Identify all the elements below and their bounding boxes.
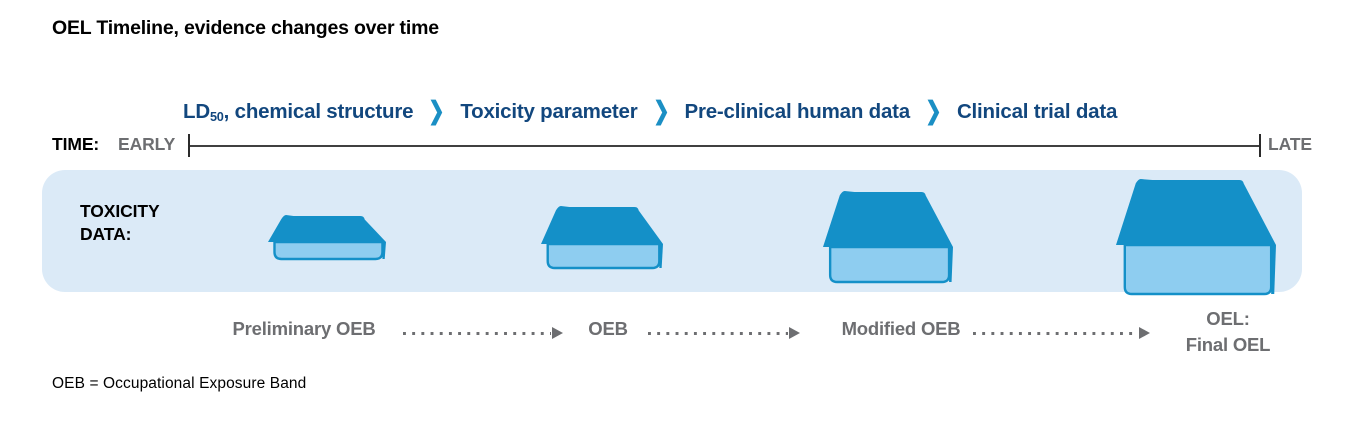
book-preliminary-oeb — [268, 215, 386, 261]
time-axis-line — [188, 145, 1261, 147]
evidence-chain: LD50, chemical structure ❯ Toxicity para… — [183, 98, 1117, 128]
arrow-head-icon — [789, 327, 800, 339]
time-axis-start-tick — [188, 134, 190, 157]
stage-label-3: Modified OEB — [842, 318, 961, 340]
stage-label-line-1: Modified OEB — [841, 318, 961, 339]
evidence-item-toxicity-parameter: Toxicity parameter — [460, 100, 638, 123]
time-axis-end-label: LATE — [1268, 134, 1312, 154]
footnote: OEB = Occupational Exposure Band — [52, 375, 307, 392]
time-axis-start-label: EARLY — [118, 134, 176, 154]
arrow-dots — [973, 331, 1138, 335]
stage-label-1: Preliminary OEB — [232, 318, 375, 340]
chevron-right-icon-3: ❯ — [925, 97, 942, 125]
progression-arrow-2 — [648, 327, 800, 339]
chevron-right-icon-1: ❯ — [428, 97, 446, 125]
book-final-oel — [1116, 179, 1276, 296]
toxicity-caption-line-1: TOXICITY — [80, 201, 160, 221]
stage-label-2: OEB — [588, 318, 628, 340]
stage-label-line-2: Final OEL — [1185, 334, 1271, 356]
toxicity-caption-line-2: DATA: — [80, 224, 132, 245]
stage-label-line-1: Preliminary OEB — [232, 318, 376, 339]
time-axis-end-tick — [1259, 134, 1261, 157]
evidence-item-ld50: LD50, chemical structure — [183, 100, 414, 125]
evidence-item-clinical-trial-data: Clinical trial data — [956, 100, 1118, 123]
book-oeb — [541, 206, 663, 270]
stage-label-4: OEL: Final OEL — [1186, 306, 1271, 359]
page-title: OEL Timeline, evidence changes over time — [52, 17, 439, 39]
stage-label-row: Preliminary OEB OEB Modified OEB OEL: Final … — [0, 300, 1366, 366]
arrow-dots — [403, 331, 551, 335]
arrow-dots — [648, 331, 788, 335]
progression-arrow-3 — [973, 327, 1150, 339]
progression-arrow-1 — [403, 327, 563, 339]
stage-label-line-1: OEB — [588, 318, 628, 339]
arrow-head-icon — [1139, 327, 1150, 339]
toxicity-data-caption: TOXICITY DATA: — [80, 200, 160, 247]
evidence-item-preclinical-human-data: Pre-clinical human data — [684, 100, 910, 123]
arrow-head-icon — [552, 327, 563, 339]
chevron-right-icon-2: ❯ — [652, 97, 670, 125]
time-axis: TIME: EARLY LATE — [52, 131, 1332, 157]
stage-label-line-1: OEL: — [1206, 308, 1250, 329]
toxicity-data-panel: TOXICITY DATA: — [42, 170, 1302, 296]
book-modified-oeb — [823, 191, 953, 284]
time-axis-caption: TIME: — [52, 134, 100, 154]
